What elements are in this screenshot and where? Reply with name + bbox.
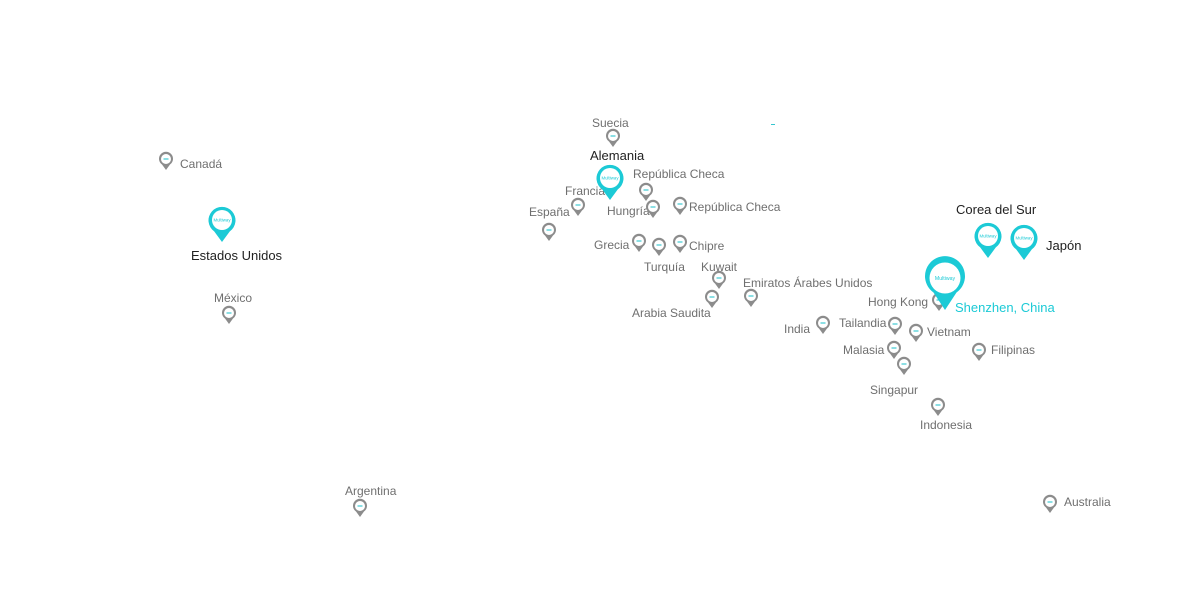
label-grecia: Grecia [594,238,630,252]
gray-location-pin-icon[interactable] [672,196,688,216]
label-arabia-saudita: Arabia Saudita [632,306,711,320]
label-india: India [784,322,811,336]
gray-location-pin-icon[interactable] [158,151,174,171]
label-republica-checa-1: República Checa [633,167,725,181]
label-suecia: Suecia [592,116,629,130]
label-alemania: Alemania [590,148,645,163]
map-tick-mark [771,124,775,125]
gray-location-pin-icon[interactable] [570,197,586,217]
gray-location-pin-icon[interactable] [704,289,720,309]
gray-location-pin-icon[interactable] [672,234,688,254]
label-emiratos: Emiratos Árabes Unidos [743,276,873,290]
label-tailandia: Tailandia [839,316,887,330]
label-canada: Canadá [180,157,223,171]
teal-multiway-location-pin-icon[interactable]: Multiway [1008,222,1040,262]
label-corea-del-sur: Corea del Sur [956,202,1037,217]
label-vietnam: Vietnam [927,325,971,339]
label-turquia: Turquía [644,260,685,274]
label-chipre: Chipre [689,239,725,253]
label-republica-checa-2: República Checa [689,200,781,214]
label-australia: Australia [1064,495,1111,509]
gray-location-pin-icon[interactable] [971,342,987,362]
label-indonesia: Indonesia [920,418,973,432]
gray-location-pin-icon[interactable] [711,270,727,290]
teal-multiway-location-pin-icon[interactable]: Multiway [206,204,238,244]
pin-brand-text: Multiway [935,276,956,282]
gray-location-pin-icon[interactable] [930,397,946,417]
gray-location-pin-icon[interactable] [887,316,903,336]
pin-brand-text: Multiway [601,176,619,181]
gray-location-pin-icon[interactable] [1042,494,1058,514]
teal-multiway-headquarters-pin-icon[interactable]: Multiway [920,255,970,313]
label-singapur: Singapur [870,383,919,397]
gray-location-pin-icon[interactable] [886,340,902,360]
teal-multiway-location-pin-icon[interactable]: Multiway [594,162,626,202]
label-hong-kong: Hong Kong [868,295,929,309]
pin-brand-text: Multiway [979,234,997,239]
label-kuwait: Kuwait [701,260,738,274]
label-argentina: Argentina [345,484,397,498]
label-francia: Francia [565,184,606,198]
gray-location-pin-icon[interactable] [631,233,647,253]
label-shenzhen-headquarters: Shenzhen, China [955,300,1055,315]
gray-location-pin-icon[interactable] [908,323,924,343]
gray-location-pin-icon[interactable] [638,182,654,202]
label-mexico: México [214,291,253,305]
gray-location-pin-icon[interactable] [896,356,912,376]
label-hungria: Hungría [607,204,650,218]
gray-location-pin-icon[interactable] [815,315,831,335]
teal-multiway-location-pin-icon[interactable]: Multiway [972,220,1004,260]
gray-location-pin-icon[interactable] [221,305,237,325]
gray-location-pin-icon[interactable] [743,288,759,308]
label-japon: Japón [1046,238,1082,253]
pin-brand-text: Multiway [1015,236,1033,241]
label-espana: España [529,205,570,219]
label-malasia: Malasia [843,343,885,357]
gray-location-pin-icon[interactable] [651,237,667,257]
gray-location-pin-icon[interactable] [605,128,621,148]
label-estados-unidos: Estados Unidos [191,248,283,263]
pin-brand-text: Multiway [213,218,231,223]
gray-location-pin-icon[interactable] [645,199,661,219]
gray-location-pin-icon[interactable] [352,498,368,518]
label-filipinas: Filipinas [991,343,1036,357]
gray-location-pin-icon[interactable] [541,222,557,242]
